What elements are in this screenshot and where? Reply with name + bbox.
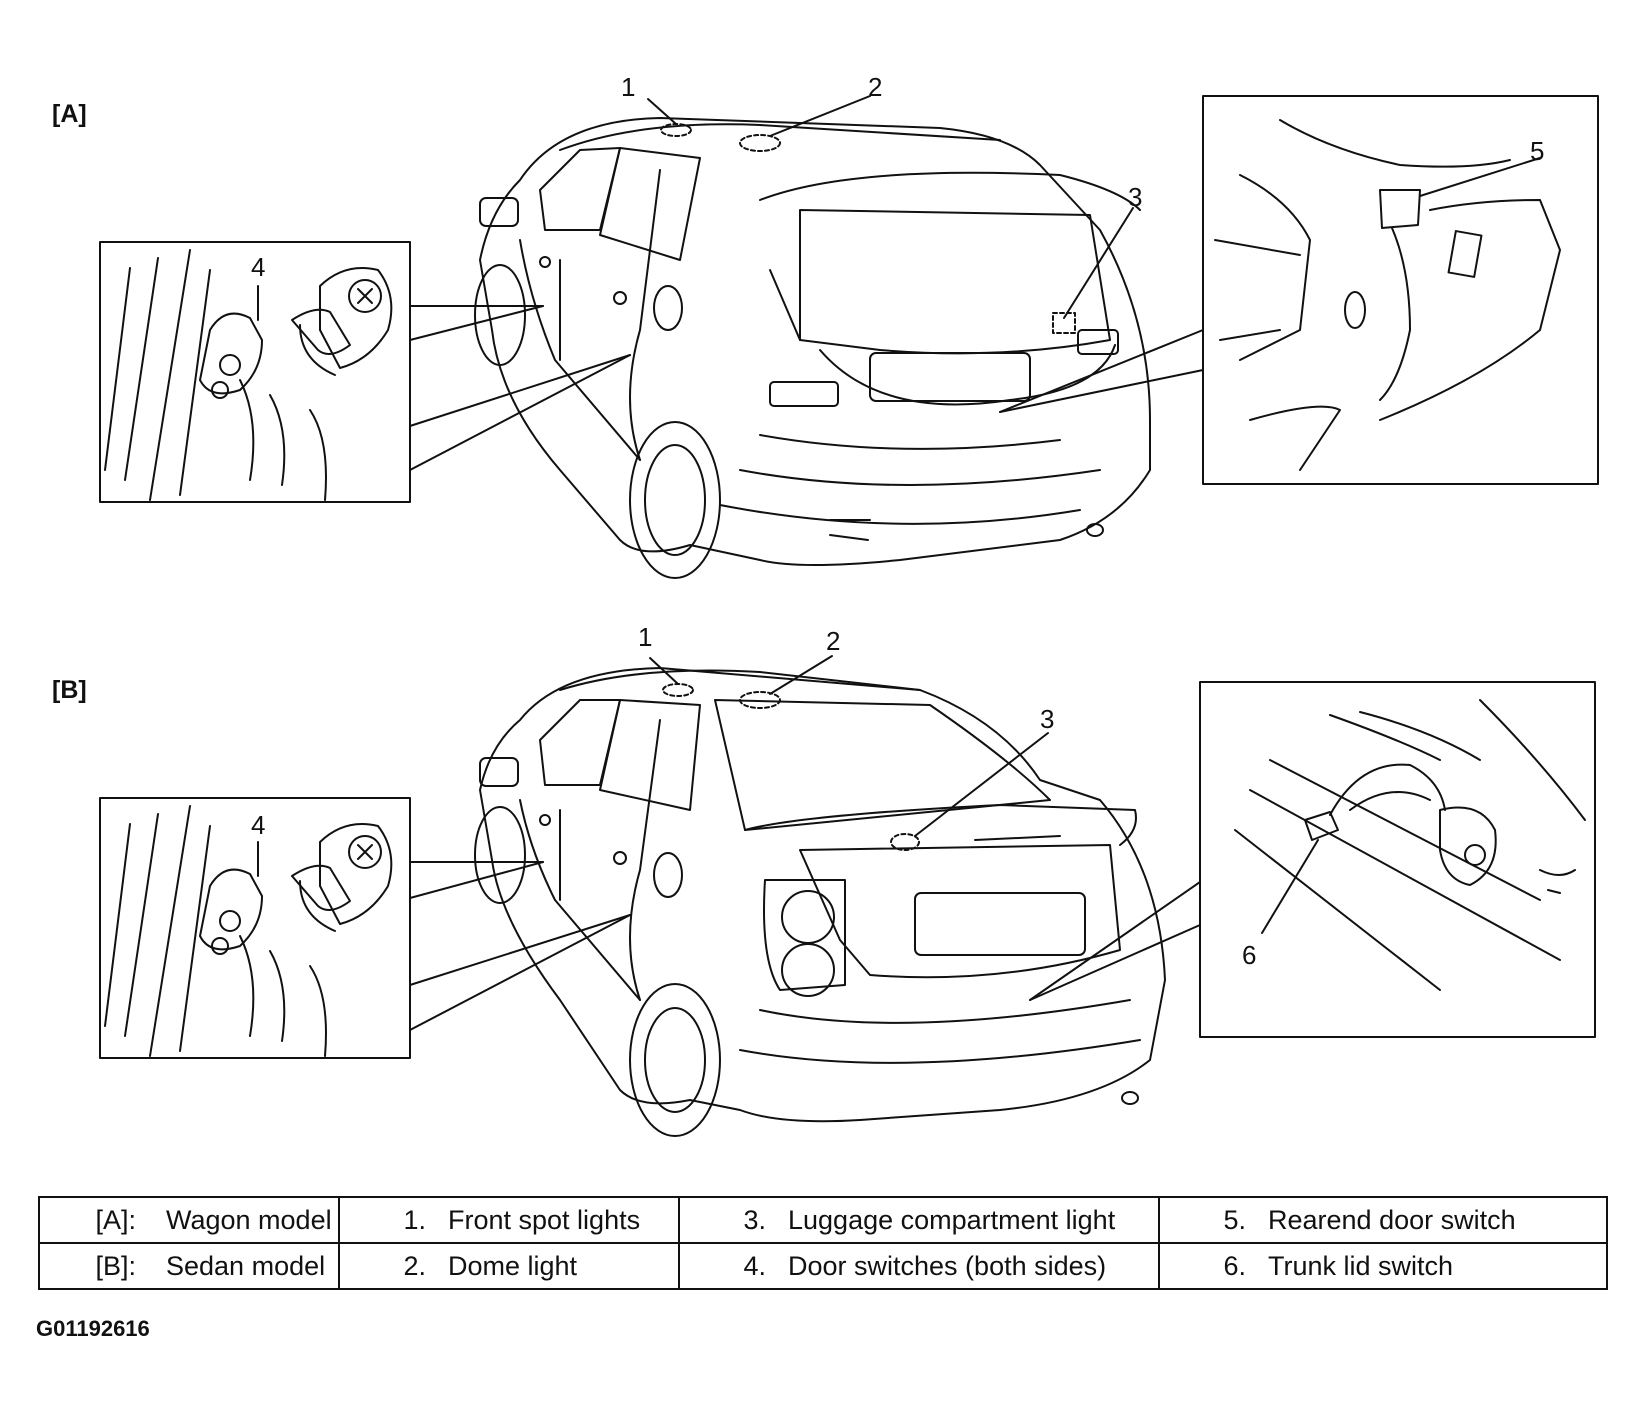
legend-text: Rearend door switch bbox=[1268, 1204, 1516, 1235]
callout-a-5: 5 bbox=[1530, 136, 1545, 166]
callout-a-3: 3 bbox=[1128, 182, 1143, 212]
legend-table: [A]: Wagon model 1. Front spot lights 3. Lu… bbox=[38, 1196, 1608, 1290]
callout-b-4: 4 bbox=[251, 810, 266, 840]
legend-row: [B]: Sedan model 2. Dome light 4. Door swit… bbox=[38, 1242, 1608, 1290]
figure-code: G01192616 bbox=[36, 1316, 150, 1341]
legend-num: 5. bbox=[1223, 1204, 1246, 1235]
legend-text: Door switches (both sides) bbox=[788, 1250, 1107, 1281]
legend-num: 6. bbox=[1223, 1250, 1246, 1281]
diagram: [A] [B] 1 2 3 4 5 1 2 3 4 6 bbox=[0, 0, 1637, 1180]
legend-num: 2. bbox=[403, 1250, 426, 1281]
inset-trunk-lid-switch bbox=[1200, 682, 1595, 1037]
legend-cell: [A]: Wagon model bbox=[38, 1196, 340, 1244]
legend-row: [A]: Wagon model 1. Front spot lights 3. Lu… bbox=[38, 1196, 1608, 1244]
legend-cell: 4. Door switches (both sides) bbox=[678, 1242, 1160, 1290]
legend-text: Dome light bbox=[448, 1250, 578, 1281]
legend-cell: 5. Rearend door switch bbox=[1158, 1196, 1608, 1244]
legend-cell: 1. Front spot lights bbox=[338, 1196, 680, 1244]
legend-num: 3. bbox=[743, 1204, 766, 1235]
callout-b-1: 1 bbox=[638, 622, 653, 652]
legend-cell: [B]: Sedan model bbox=[38, 1242, 340, 1290]
callout-b-3: 3 bbox=[1040, 704, 1055, 734]
callout-b-6: 6 bbox=[1242, 940, 1257, 970]
legend-key: [A]: bbox=[95, 1204, 136, 1235]
inset-door-switch-b bbox=[100, 798, 410, 1058]
inset-rearend-switch bbox=[1203, 96, 1598, 484]
legend-text: Luggage compartment light bbox=[788, 1204, 1116, 1235]
section-label-a: [A] bbox=[52, 100, 87, 128]
callout-b-2: 2 bbox=[826, 626, 841, 656]
legend-text: Front spot lights bbox=[448, 1204, 641, 1235]
legend-num: 1. bbox=[403, 1204, 426, 1235]
legend-cell: 3. Luggage compartment light bbox=[678, 1196, 1160, 1244]
section-label-b: [B] bbox=[52, 676, 87, 704]
callout-a-1: 1 bbox=[621, 72, 636, 102]
legend-text: Trunk lid switch bbox=[1268, 1250, 1454, 1281]
callout-a-4: 4 bbox=[251, 252, 266, 282]
legend-text: Wagon model bbox=[166, 1204, 332, 1235]
legend-key: [B]: bbox=[95, 1250, 136, 1281]
callout-a-2: 2 bbox=[868, 72, 883, 102]
legend-num: 4. bbox=[743, 1250, 766, 1281]
car-line-art bbox=[0, 0, 1637, 1180]
inset-door-switch-a bbox=[100, 242, 410, 502]
legend-cell: 6. Trunk lid switch bbox=[1158, 1242, 1608, 1290]
legend-text: Sedan model bbox=[166, 1250, 326, 1281]
sedan-illustration bbox=[410, 656, 1200, 1136]
legend-cell: 2. Dome light bbox=[338, 1242, 680, 1290]
wagon-illustration bbox=[410, 96, 1203, 578]
